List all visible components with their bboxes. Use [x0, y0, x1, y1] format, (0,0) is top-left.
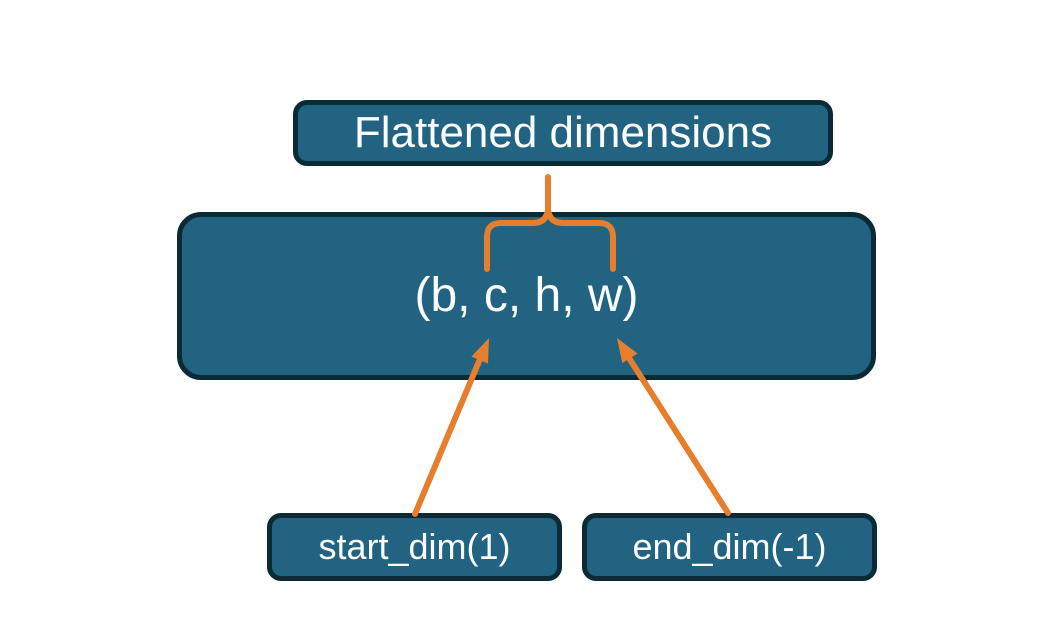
tensor-shape-node: (b, c, h, w) — [177, 212, 876, 380]
start-dim-label: start_dim(1) — [318, 526, 511, 567]
flattened-dimensions-node: Flattened dimensions — [293, 100, 833, 166]
start-dim-node: start_dim(1) — [267, 513, 562, 581]
end-dim-label: end_dim(-1) — [632, 526, 827, 567]
tensor-shape-label: (b, c, h, w) — [414, 269, 639, 322]
flattened-dimensions-label: Flattened dimensions — [353, 108, 773, 157]
end-dim-node: end_dim(-1) — [582, 513, 877, 581]
